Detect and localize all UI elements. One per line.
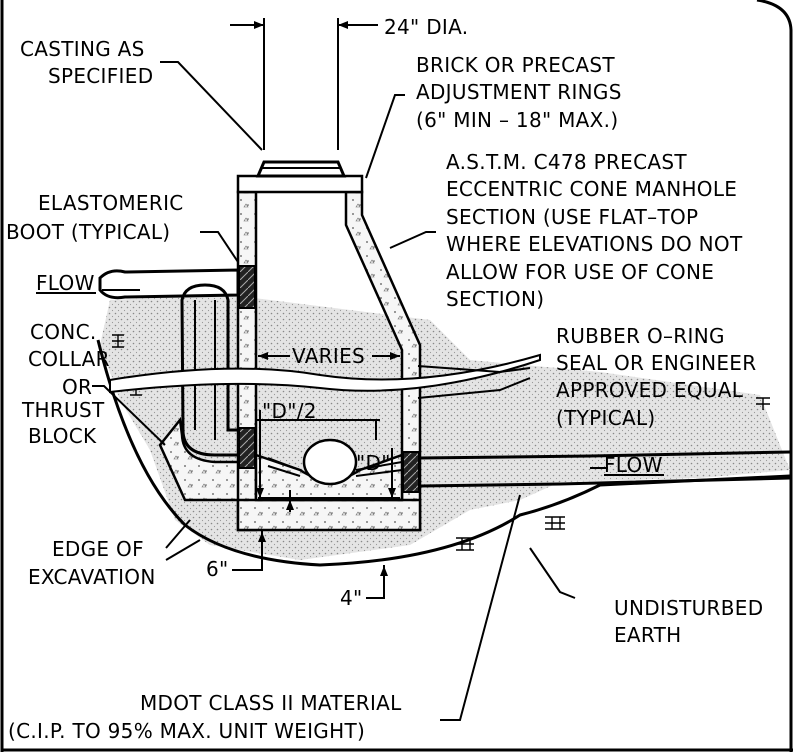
dimension-4-in [366, 565, 385, 599]
label-cone-3: SECTION (USE FLAT–TOP [446, 205, 698, 229]
label-edge-2: EXCAVATION [28, 565, 156, 589]
label-mdot-2: (C.I.P. TO 95% MAX. UNIT WEIGHT) [8, 719, 365, 743]
label-cone-1: A.S.T.M. C478 PRECAST [446, 150, 687, 174]
label-undist-1: UNDISTURBED [614, 596, 763, 620]
label-rings-3: (6" MIN – 18" MAX.) [416, 108, 618, 132]
label-collar-4: THRUST [21, 398, 105, 422]
excavation-edge [96, 339, 791, 567]
label-d-half: "D"/2 [262, 399, 317, 423]
label-oring-1: RUBBER O–RING [556, 324, 725, 348]
dimension-d-half [255, 410, 400, 512]
label-collar-1: CONC. [30, 320, 97, 344]
channel-pipe [302, 438, 358, 486]
label-four-in: 4" [340, 586, 363, 610]
dimension-24-dia [230, 18, 378, 150]
label-collar-5: BLOCK [28, 424, 97, 448]
label-mdot-1: MDOT CLASS II MATERIAL [140, 691, 402, 715]
label-oring-3: APPROVED EQUAL [556, 378, 744, 402]
label-edge-1: EDGE OF [52, 537, 144, 561]
label-rings-1: BRICK OR PRECAST [416, 53, 615, 77]
inlet-pipe [98, 268, 240, 300]
adjustment-ring [236, 174, 364, 194]
label-collar-3: OR [62, 375, 92, 399]
label-flow-out: FLOW [604, 453, 663, 477]
label-varies: VARIES [292, 344, 365, 368]
label-boot-1: ELASTOMERIC [38, 191, 184, 215]
dimension-6-in [232, 530, 263, 571]
label-undist-2: EARTH [614, 623, 682, 647]
leader-lines [92, 61, 608, 721]
boot-outlet [402, 451, 420, 493]
outlet-pipe [419, 450, 791, 488]
joint-band [109, 353, 541, 394]
boot-lower [238, 427, 256, 469]
label-dia: 24" DIA. [384, 15, 468, 39]
label-oring-2: SEAL OR ENGINEER [556, 351, 756, 375]
label-casting-2: SPECIFIED [48, 64, 153, 88]
manhole-base [236, 498, 422, 532]
label-d: "D" [356, 451, 391, 475]
dimension-varies [258, 352, 400, 360]
label-cone-2: ECCENTRIC CONE MANHOLE [446, 177, 737, 201]
label-six-in: 6" [206, 557, 229, 581]
label-collar-2: COLLAR [28, 347, 110, 371]
label-cone-6: SECTION) [446, 287, 544, 311]
label-boot-2: BOOT (TYPICAL) [6, 220, 170, 244]
label-casting-1: CASTING AS [20, 37, 145, 61]
boot-upper [238, 265, 256, 309]
label-cone-5: ALLOW FOR USE OF CONE [446, 260, 714, 284]
label-cone-4: WHERE ELEVATIONS DO NOT [446, 232, 743, 256]
label-oring-4: (TYPICAL) [556, 406, 656, 430]
label-flow-in: FLOW [36, 271, 95, 295]
manhole-left-wall [236, 190, 258, 532]
drop-pipe [180, 283, 244, 457]
label-rings-2: ADJUSTMENT RINGS [416, 80, 622, 104]
